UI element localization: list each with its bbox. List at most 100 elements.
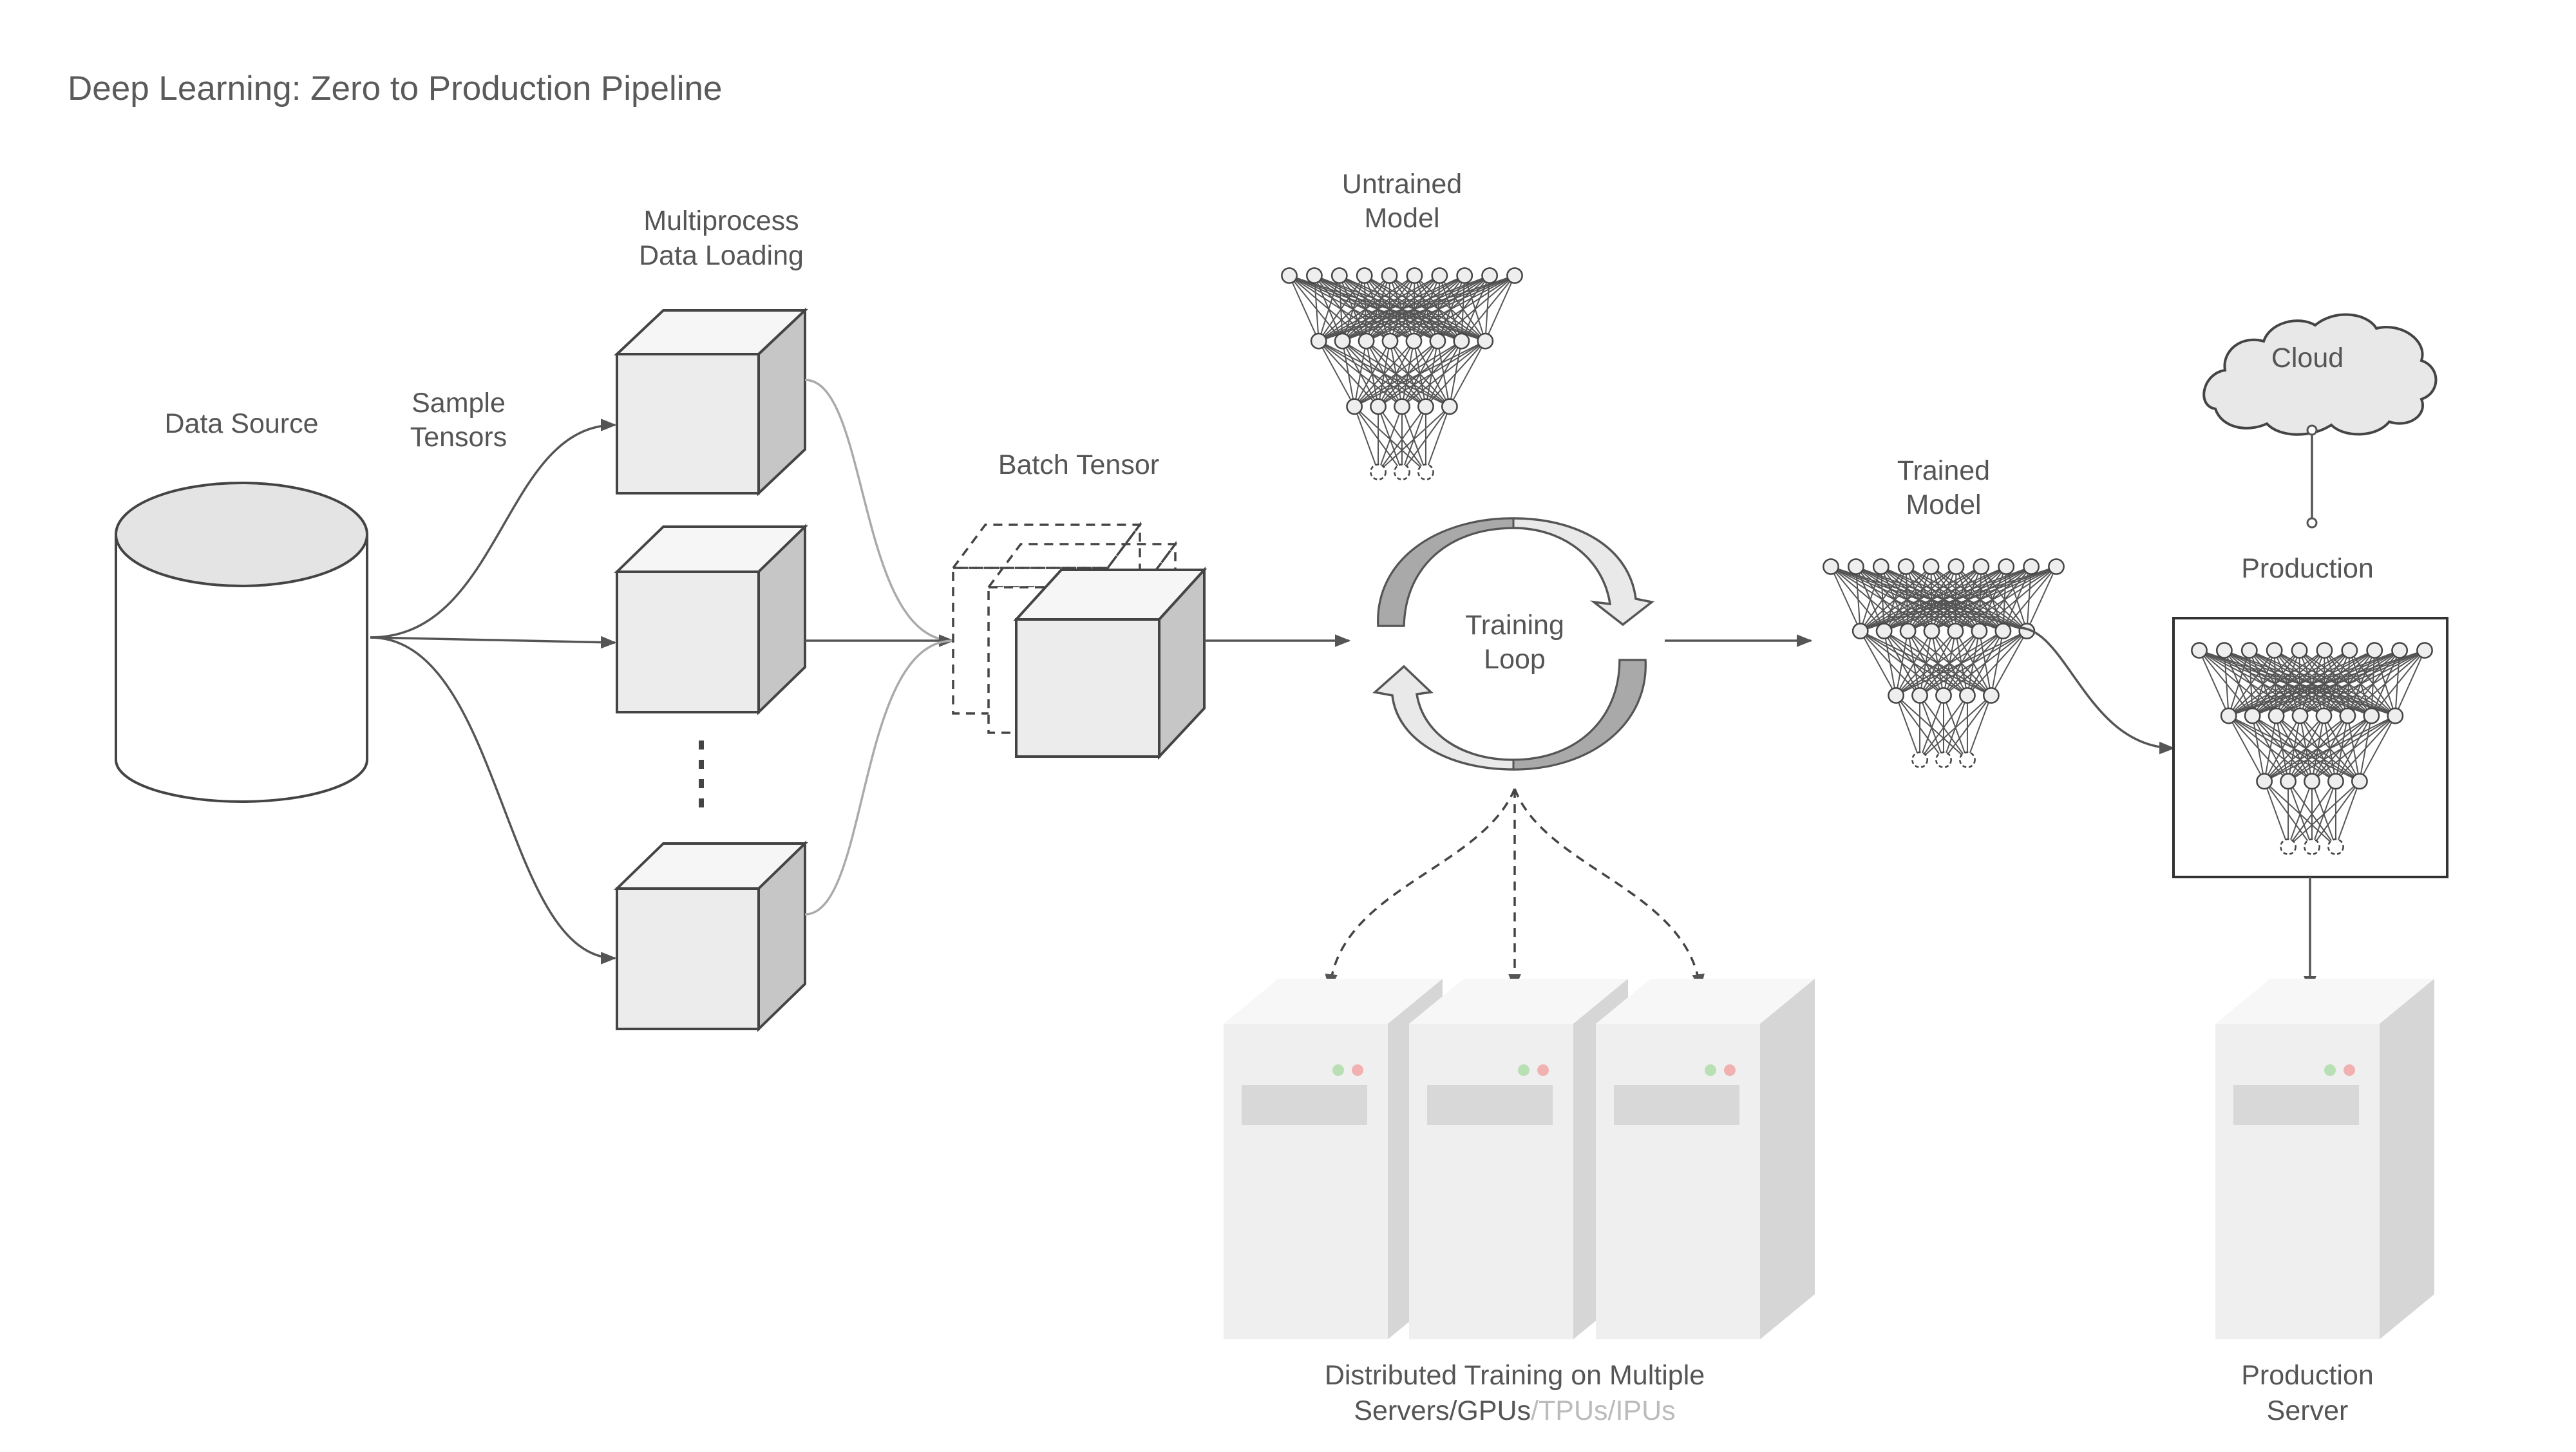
network-node (1872, 558, 1889, 575)
production-server-label-line2: Server (2267, 1395, 2349, 1426)
network-node (2341, 642, 2358, 659)
server-led-red (2344, 1064, 2355, 1076)
network-node (1971, 623, 1988, 639)
cloud-label: Cloud (2271, 343, 2344, 373)
server-led-green (1518, 1064, 1530, 1076)
production-model-network (2191, 642, 2433, 855)
data-source-cylinder (115, 482, 368, 803)
production-label: Production (2241, 553, 2374, 584)
batch-tensor-label: Batch Tensor (998, 449, 1159, 480)
network-node (1310, 332, 1327, 350)
multiprocess-label-line1: Multiprocess (643, 205, 799, 236)
network-node (1959, 751, 1976, 768)
multiprocess-label-line2: Data Loading (639, 240, 804, 271)
edge-trained-to-production (2018, 627, 2175, 755)
edge-training-to-server-3 (1513, 788, 1705, 990)
training-loop-cycle (1372, 517, 1655, 771)
edge-source-to-worker-2 (370, 636, 617, 649)
network-node (1305, 267, 1323, 284)
untrained-model-label-line1: Untrained (1342, 169, 1462, 200)
server-led-green (1332, 1064, 1344, 1076)
worker-cube-2 (614, 523, 808, 715)
network-node (1477, 332, 1494, 350)
network-node (2023, 558, 2040, 575)
server-led-red (1537, 1064, 1549, 1076)
training-loop-label-line2: Loop (1484, 644, 1546, 675)
network-node (1405, 332, 1423, 350)
distributed-training-label-line2: Servers/GPUs/TPUs/IPUs (1354, 1395, 1675, 1426)
network-node (1899, 623, 1917, 639)
ellipsis-dots (699, 740, 704, 807)
network-node (1417, 398, 1434, 415)
server-drive-slot (1242, 1085, 1367, 1125)
network-node (1441, 398, 1458, 415)
network-node (2363, 707, 2380, 724)
network-node (1823, 558, 1839, 575)
network-node (1381, 332, 1399, 350)
distributed-training-label-line1: Distributed Training on Multiple (1325, 1360, 1705, 1391)
network-node (1982, 687, 2000, 704)
worker-cube-1 (613, 307, 809, 496)
network-node (1875, 623, 1893, 639)
network-node (1346, 398, 1363, 415)
network-node (2391, 642, 2409, 659)
server-led-green (1705, 1064, 1716, 1076)
cloud-shape (2202, 313, 2438, 436)
network-node (2304, 838, 2320, 855)
network-node (2351, 773, 2368, 790)
network-node (1331, 267, 1348, 284)
network-node (1381, 267, 1398, 284)
trained-model-label-line2: Model (1906, 489, 1981, 520)
network-node (2304, 773, 2320, 790)
network-node (1431, 267, 1448, 284)
data-source-label: Data Source (164, 408, 318, 439)
network-node (2220, 707, 2237, 724)
server-led-red (1352, 1064, 1363, 1076)
network-node (2048, 558, 2065, 575)
network-node (2339, 707, 2356, 724)
diagram-title: Deep Learning: Zero to Production Pipeli… (68, 70, 722, 108)
network-node (1847, 558, 1864, 575)
network-node (1506, 267, 1523, 284)
untrained-model-label-line2: Model (1364, 203, 1439, 234)
sample-tensors-label-line2: Tensors (410, 422, 507, 453)
untrained-model-network (1281, 267, 1523, 480)
network-node (2327, 838, 2344, 855)
network-node (2291, 707, 2309, 724)
network-node (2280, 838, 2297, 855)
network-node (1456, 267, 1473, 284)
network-node (2191, 642, 2208, 659)
server-drive-slot (1614, 1085, 1739, 1125)
worker-cube-3 (614, 840, 808, 1032)
sample-tensors-label-line1: Sample (412, 388, 506, 419)
network-node (1947, 558, 1965, 575)
network-node (1959, 687, 1976, 704)
network-node (2387, 707, 2404, 724)
network-node (2256, 773, 2273, 790)
network-node (1358, 332, 1375, 350)
network-node (1406, 267, 1423, 284)
network-node (1481, 267, 1499, 284)
network-node (1370, 398, 1387, 415)
network-node (1923, 623, 1940, 639)
network-node (2240, 642, 2258, 659)
network-node (1281, 267, 1298, 284)
network-node (1429, 332, 1446, 350)
training-server-3 (1596, 979, 1815, 1339)
network-node (1356, 267, 1373, 284)
network-node (1417, 464, 1434, 480)
network-node (1453, 332, 1470, 350)
network-node (1935, 687, 1952, 704)
network-node (1973, 558, 1990, 575)
network-node (1911, 687, 1928, 704)
network-node (2366, 642, 2383, 659)
server-led-green (2324, 1064, 2336, 1076)
edge-source-to-worker-1 (370, 419, 617, 639)
network-node (2280, 773, 2297, 790)
network-node (2215, 642, 2233, 659)
network-node (1394, 398, 1410, 415)
production-server-label-line1: Production (2241, 1360, 2374, 1391)
training-server-2 (1409, 979, 1628, 1339)
training-loop-label-line1: Training (1465, 610, 1564, 641)
